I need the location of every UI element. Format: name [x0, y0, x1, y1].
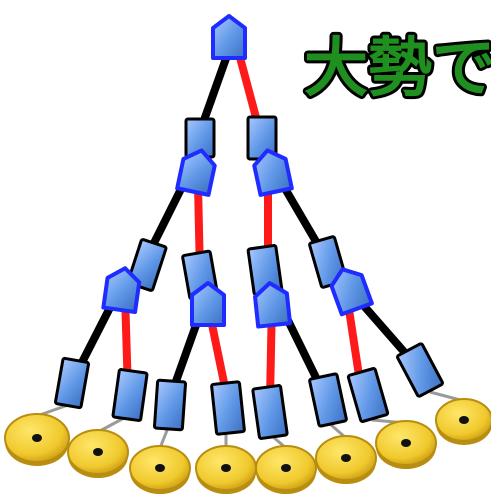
pentagon-node-icon [211, 14, 247, 60]
coin-hole [459, 416, 469, 424]
title-text: 大勢で [304, 32, 491, 106]
block-8 [152, 378, 188, 432]
coin-hole [401, 439, 411, 447]
coin-hole [281, 464, 291, 472]
pentagon-node-icon [252, 148, 294, 197]
coin-hole [93, 448, 103, 456]
node-layer [101, 14, 374, 329]
title-halo: 大勢で [304, 32, 491, 106]
pentagon-node-icon [190, 281, 226, 327]
pentagon-node-icon [253, 281, 293, 329]
coin-string-2 [158, 427, 170, 449]
coin-hole [155, 464, 165, 472]
block-10 [251, 384, 289, 440]
block-9 [210, 380, 246, 436]
pentagon-node-icon [175, 148, 217, 197]
pentagon-node-icon [329, 267, 374, 317]
block-6 [54, 356, 90, 410]
title-group: 大勢で 大勢で 大勢で [297, 25, 491, 113]
block-12 [346, 367, 390, 423]
title-outline: 大勢で [304, 32, 491, 106]
pentagon-node-icon [101, 266, 142, 315]
block-13 [396, 342, 444, 398]
coin-hole [32, 434, 42, 442]
coin-hole [341, 454, 351, 462]
coin-hole [221, 464, 231, 472]
block-11 [308, 372, 348, 428]
block-7 [111, 368, 149, 422]
coin-row [4, 398, 491, 494]
